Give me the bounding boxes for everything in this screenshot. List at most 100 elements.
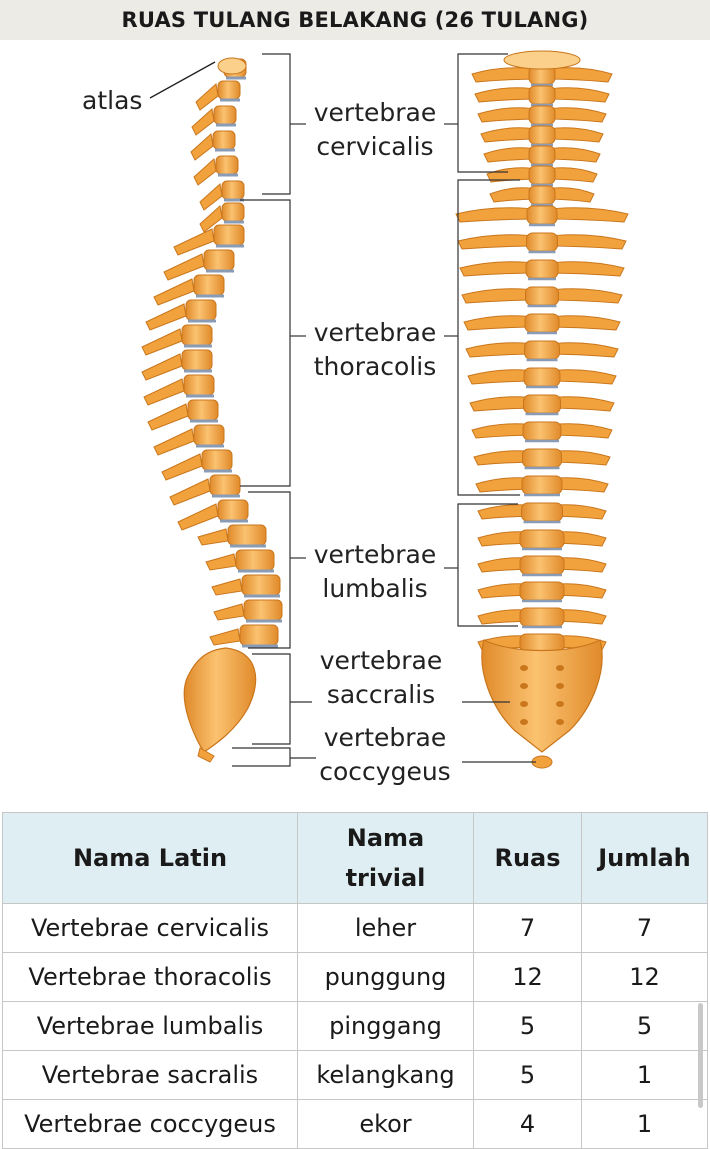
vertebral-body (194, 275, 224, 295)
header-nama-trivial: Namatrivial (298, 813, 474, 904)
atlas-bone (504, 51, 580, 69)
vertebral-body (526, 287, 559, 305)
thoracolis-bracket-right (458, 180, 520, 495)
cell-ruas: 4 (474, 1100, 582, 1149)
spinous-process (142, 354, 182, 380)
sacral-foramen (556, 719, 564, 725)
cell-ruas: 5 (474, 1002, 582, 1051)
spinous-process (206, 554, 236, 570)
vertebral-body (520, 556, 564, 574)
spinous-process (162, 454, 202, 480)
vertebral-body (194, 425, 224, 445)
scrollbar[interactable] (698, 1003, 703, 1108)
spinous-process (214, 604, 244, 620)
cell-trivial: punggung (298, 953, 474, 1002)
cell-jumlah: 1 (582, 1051, 708, 1100)
lumbalis-label: vertebraelumbalis (306, 538, 444, 606)
thoracolis-bracket-left (240, 200, 290, 486)
sacral-foramen (556, 701, 564, 707)
vertebral-body (523, 422, 561, 440)
vertebral-body (527, 233, 558, 251)
vertebral-body (236, 550, 274, 570)
vertebral-body (529, 186, 555, 204)
vertebral-body (244, 600, 282, 620)
spinous-process (144, 379, 184, 405)
spine-front-view (456, 51, 628, 768)
vertebral-body (210, 475, 240, 495)
vertebral-body (529, 86, 555, 104)
spinous-process (146, 304, 186, 330)
cell-latin: Vertebrae coccygeus (3, 1100, 298, 1149)
vertebral-body (214, 225, 244, 245)
vertebral-body (202, 450, 232, 470)
cervicalis-bracket-left (262, 54, 290, 194)
spinous-process (191, 134, 213, 160)
vertebral-body (186, 300, 216, 320)
cell-latin: Vertebrae lumbalis (3, 1002, 298, 1051)
spinous-process (178, 504, 218, 530)
vertebral-body (520, 608, 564, 626)
cell-jumlah: 7 (582, 904, 708, 953)
header-nama-latin: Nama Latin (3, 813, 298, 904)
vertebral-body (525, 314, 559, 332)
cell-trivial: leher (298, 904, 474, 953)
vertebral-body (522, 503, 563, 521)
vertebral-body (529, 146, 555, 164)
thoracolis-label: vertebraethoracolis (306, 316, 444, 384)
cell-latin: Vertebrae thoracolis (3, 953, 298, 1002)
saccralis-bracket-left (252, 654, 290, 744)
vertebral-body (182, 350, 212, 370)
vertebral-body (523, 449, 562, 467)
vertebral-body (522, 476, 562, 494)
header-jumlah: Jumlah (582, 813, 708, 904)
header-ruas: Ruas (474, 813, 582, 904)
spinous-process (170, 479, 210, 505)
vertebral-body (520, 634, 564, 652)
cell-jumlah: 12 (582, 953, 708, 1002)
cell-jumlah: 5 (582, 1002, 708, 1051)
vertebral-body (213, 131, 235, 149)
sacral-foramen (520, 683, 528, 689)
atlas-bone (218, 58, 246, 74)
cell-trivial: kelangkang (298, 1051, 474, 1100)
vertebral-body (242, 575, 280, 595)
sacrum-front (482, 640, 602, 752)
vertebral-body (527, 206, 557, 224)
vertebral-body (240, 625, 278, 645)
cell-trivial: pinggang (298, 1002, 474, 1051)
spinous-process (198, 529, 228, 545)
sacrum-side (184, 648, 255, 752)
vertebral-body (529, 166, 555, 184)
vertebral-body (222, 181, 244, 199)
vertebral-body (529, 106, 555, 124)
atlas-pointer-line (150, 62, 215, 98)
vertebral-body (525, 341, 560, 359)
vertebral-body (204, 250, 234, 270)
vertebral-body (182, 325, 212, 345)
cell-trivial: ekor (298, 1100, 474, 1149)
coccygeus-label: vertebraecoccygeus (316, 721, 454, 789)
vertebral-body (529, 126, 555, 144)
cell-ruas: 7 (474, 904, 582, 953)
vertebral-body (218, 500, 248, 520)
vertebral-body (184, 375, 214, 395)
vertebral-body (520, 582, 564, 600)
spinous-process (192, 109, 214, 135)
vertebral-body (228, 525, 266, 545)
spinous-process (210, 629, 240, 645)
sacral-foramen (556, 665, 564, 671)
vertebral-body (520, 530, 564, 548)
spine-side-view (142, 58, 282, 762)
spinous-process (212, 579, 242, 595)
sacral-foramen (520, 719, 528, 725)
atlas-label: atlas (82, 84, 142, 118)
sacral-foramen (556, 683, 564, 689)
cell-latin: Vertebrae sacralis (3, 1051, 298, 1100)
cell-ruas: 12 (474, 953, 582, 1002)
vertebral-body (214, 106, 236, 124)
spinous-process (148, 404, 188, 430)
